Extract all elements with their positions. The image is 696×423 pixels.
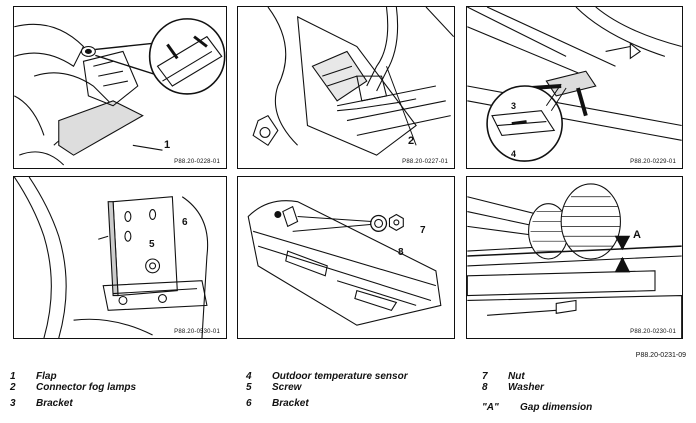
legend-number: 4 — [246, 371, 252, 382]
legend-number: 1 — [10, 371, 16, 382]
legend-label: Outdoor temperature sensor — [272, 371, 408, 382]
panel-bracket: 6 5 P88.20-0530-01 — [13, 176, 227, 339]
legend-number: 3 — [10, 398, 16, 409]
legend-item: 7 Nut — [482, 371, 525, 382]
legend-label: Bracket — [36, 398, 73, 409]
callout-7: 7 — [420, 225, 426, 236]
legend-item: 1 Flap — [10, 371, 57, 382]
callout-3: 3 — [511, 101, 517, 111]
legend-item: 5 Screw — [246, 382, 301, 393]
panel-connector: 2 P88.20-0227-01 — [237, 6, 455, 169]
callout-1: 1 — [164, 139, 171, 151]
callout-2: 2 — [408, 135, 415, 147]
callout-6: 6 — [182, 217, 188, 228]
panel-code: P88.20-0230-01 — [630, 329, 676, 335]
bumper-illustration — [247, 200, 442, 326]
callout-8: 8 — [398, 247, 404, 258]
legend-number: 5 — [246, 382, 252, 393]
legend-item: "A" Gap dimension — [482, 402, 592, 413]
panel-code: P88.20-0227-01 — [402, 159, 448, 165]
callout-a: A — [633, 229, 641, 241]
legend-item: 4 Outdoor temperature sensor — [246, 371, 408, 382]
legend-number: "A" — [482, 402, 499, 413]
legend-number: 8 — [482, 382, 488, 393]
callout-4: 4 — [511, 149, 517, 159]
legend-item: 2 Connector fog lamps — [10, 382, 136, 393]
legend-label: Flap — [36, 371, 57, 382]
legend-number: 2 — [10, 382, 16, 393]
legend-label: Connector fog lamps — [36, 382, 137, 393]
legend-item: 8 Washer — [482, 382, 544, 393]
panel-code: P88.20-0229-01 — [630, 159, 676, 165]
legend-label: Washer — [508, 382, 544, 393]
callout-5: 5 — [149, 239, 155, 250]
panel-sensor: 3 4 P88.20-0229-01 — [466, 6, 683, 169]
panel-flap: 1 P88.20-0228-01 — [13, 6, 227, 169]
legend-number: 6 — [246, 398, 252, 409]
legend-number: 7 — [482, 371, 488, 382]
panel-code: P88.20-0530-01 — [174, 329, 220, 335]
bracket-illustration — [14, 177, 209, 338]
gap-illustration — [467, 183, 682, 338]
figure-code: P88.20-0231-09 — [635, 352, 686, 359]
legend-label: Gap dimension — [520, 402, 593, 413]
connector-illustration — [252, 7, 454, 156]
legend-label: Bracket — [272, 398, 309, 409]
legend-item: 3 Bracket — [10, 398, 73, 409]
panel-bumper: 7 8 — [237, 176, 455, 339]
flap-illustration — [14, 18, 226, 166]
panel-gap: A P88.20-0230-01 — [466, 176, 683, 339]
legend-item: 6 Bracket — [246, 398, 309, 409]
sensor-illustration — [467, 7, 682, 162]
legend-label: Screw — [272, 382, 302, 393]
legend-label: Nut — [508, 371, 525, 382]
panel-code: P88.20-0228-01 — [174, 159, 220, 165]
